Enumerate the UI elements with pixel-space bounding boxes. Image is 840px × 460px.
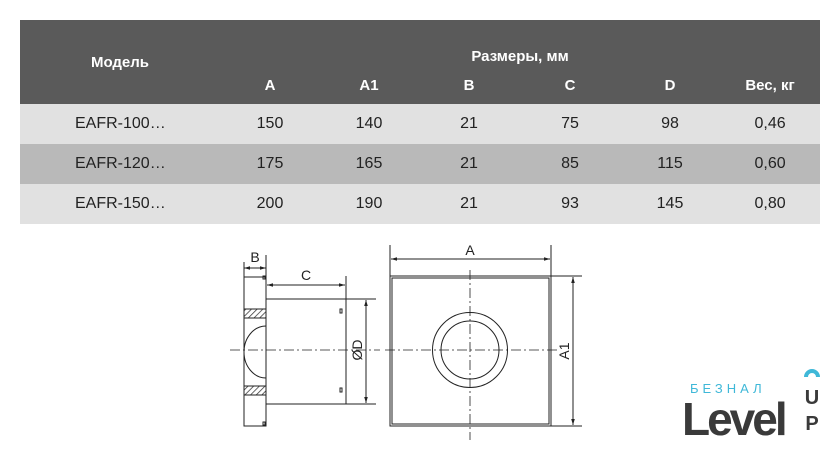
label-c: C [301,267,311,283]
logo: БЕЗНАЛ Level [682,381,796,442]
cell-d: 98 [620,104,720,144]
header-a: A [220,66,320,104]
header-b: B [418,66,520,104]
cell-b: 21 [418,184,520,224]
header-d: D [620,66,720,104]
cell-weight: 0,60 [720,144,821,184]
cell-c: 93 [520,184,620,224]
cell-b: 21 [418,144,520,184]
cell-c: 75 [520,104,620,144]
front-view [385,245,582,440]
cell-a: 200 [220,184,320,224]
logo-up-u: U [805,387,819,409]
label-a: A [465,242,475,258]
cell-a1: 165 [320,144,418,184]
cell-weight: 0,46 [720,104,821,144]
label-d: ØD [349,340,365,361]
cell-model: EAFR-120… [20,144,220,184]
header-model: Модель [20,20,220,104]
cell-weight: 0,80 [720,184,821,224]
header-weight: Вес, кг [720,66,821,104]
cell-b: 21 [418,104,520,144]
logo-top: БЕЗНАЛ [690,381,766,396]
cell-d: 115 [620,144,720,184]
cell-a: 150 [220,104,320,144]
header-a1: A1 [320,66,418,104]
header-c: C [520,66,620,104]
label-a1: A1 [556,342,572,359]
header-dimensions: Размеры, мм [220,20,821,66]
side-view [230,255,380,427]
table-row: EAFR-100… 150 140 21 75 98 0,46 [20,104,821,144]
cell-c: 85 [520,144,620,184]
cell-model: EAFR-100… [20,104,220,144]
cell-d: 145 [620,184,720,224]
table-row: EAFR-150… 200 190 21 93 145 0,80 [20,184,821,224]
label-b: B [250,249,259,265]
cell-model: EAFR-150… [20,184,220,224]
logo-main: Level [682,393,788,445]
cell-a: 175 [220,144,320,184]
table-row: EAFR-120… 175 165 21 85 115 0,60 [20,144,821,184]
cell-a1: 190 [320,184,418,224]
logo-up-mark: U P [804,369,820,435]
logo-up-p: P [805,413,818,435]
dimensions-table: Модель Размеры, мм A A1 B C D Вес, кг EA… [20,20,821,224]
cell-a1: 140 [320,104,418,144]
